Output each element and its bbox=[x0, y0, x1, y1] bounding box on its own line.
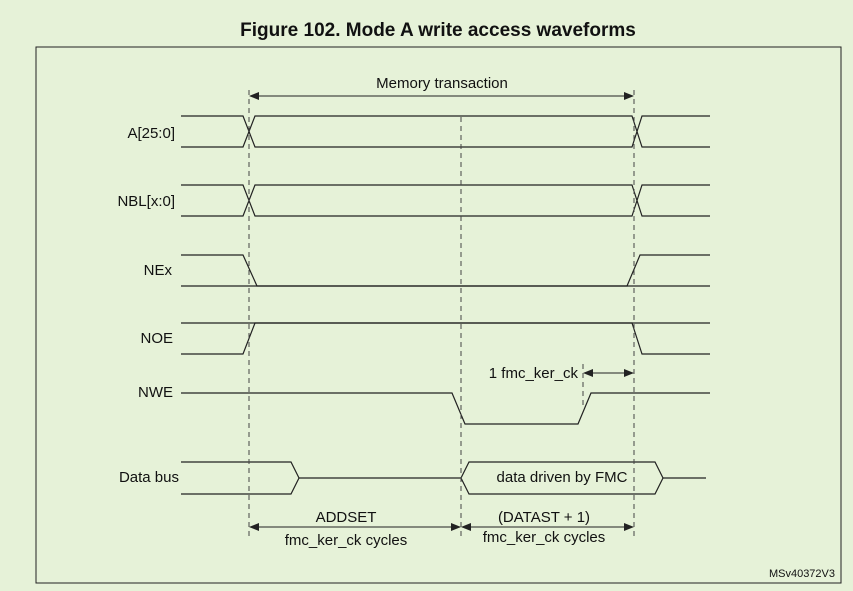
signal-label-data: Data bus bbox=[119, 469, 179, 486]
figure-title: Figure 102. Mode A write access waveform… bbox=[240, 20, 636, 41]
figure-reference: MSv40372V3 bbox=[769, 568, 835, 580]
signal-label-addr: A[25:0] bbox=[127, 125, 175, 142]
signal-label-nbl: NBL[x:0] bbox=[117, 193, 175, 210]
nex-waveform bbox=[181, 254, 710, 287]
memory-transaction-label: Memory transaction bbox=[376, 75, 508, 92]
addset-label: ADDSET bbox=[316, 509, 377, 526]
nwe-waveform bbox=[181, 392, 710, 425]
databus-waveform bbox=[181, 461, 706, 495]
datast-label: (DATAST + 1) bbox=[498, 509, 590, 526]
addset-unit-label: fmc_ker_ck cycles bbox=[285, 532, 408, 549]
signal-label-nex: NEx bbox=[144, 262, 173, 279]
signal-label-nwe: NWE bbox=[138, 384, 173, 401]
one-clk-label: 1 fmc_ker_ck bbox=[489, 365, 579, 382]
nbl-waveform bbox=[181, 184, 710, 217]
datast-unit-label: fmc_ker_ck cycles bbox=[483, 529, 606, 546]
addr-waveform bbox=[181, 115, 710, 148]
noe-waveform bbox=[181, 322, 710, 355]
figure-frame bbox=[35, 46, 842, 584]
data-driven-label: data driven by FMC bbox=[497, 469, 628, 486]
signal-label-noe: NOE bbox=[140, 330, 173, 347]
